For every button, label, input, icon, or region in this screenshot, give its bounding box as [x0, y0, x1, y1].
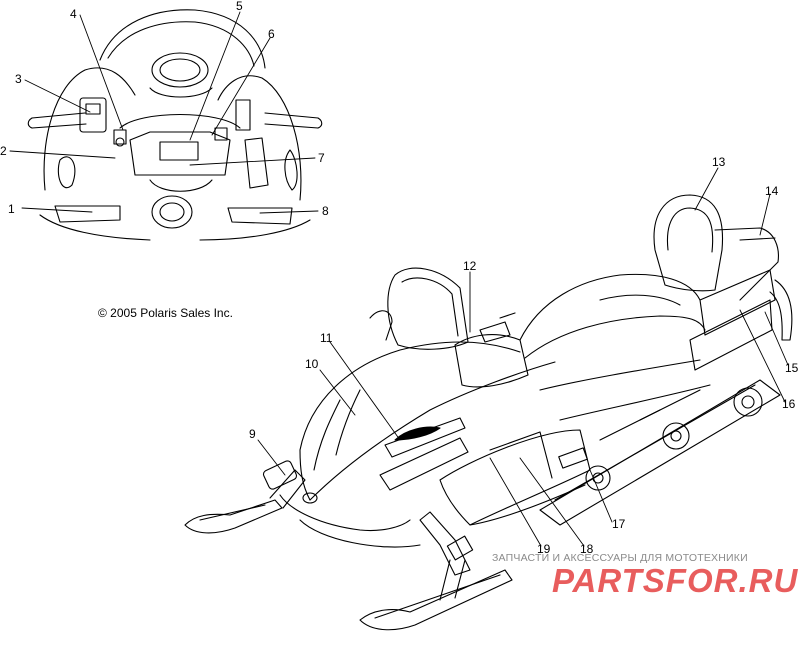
callout-7: 7: [318, 151, 325, 165]
callout-17: 17: [612, 517, 626, 531]
callout-2: 2: [0, 144, 7, 158]
callout-3: 3: [15, 72, 22, 86]
callout-12: 12: [463, 259, 477, 273]
callout-14: 14: [765, 184, 779, 198]
callout-5: 5: [236, 0, 243, 13]
callout-8: 8: [322, 204, 329, 218]
callout-6: 6: [268, 27, 275, 41]
watermark-logo: PARTSFOR.RU: [552, 562, 799, 599]
copyright-text: © 2005 Polaris Sales Inc.: [98, 306, 233, 320]
watermark-subtitle: ЗАПЧАСТИ И АКСЕССУАРЫ ДЛЯ МОТОТЕХНИКИ: [492, 552, 748, 564]
callout-9: 9: [249, 427, 256, 441]
callout-10: 10: [305, 357, 319, 371]
callout-4: 4: [70, 7, 77, 21]
callout-15: 15: [785, 361, 799, 375]
callout-16: 16: [782, 397, 796, 411]
handlebar-inset-drawing: [27, 9, 323, 241]
callout-13: 13: [712, 155, 726, 169]
snowmobile-drawing: [184, 194, 793, 631]
callout-18: 18: [580, 542, 594, 556]
leader-lines: [9, 11, 789, 547]
callout-11: 11: [320, 331, 333, 345]
callout-1: 1: [8, 202, 15, 216]
callout-19: 19: [537, 542, 551, 556]
